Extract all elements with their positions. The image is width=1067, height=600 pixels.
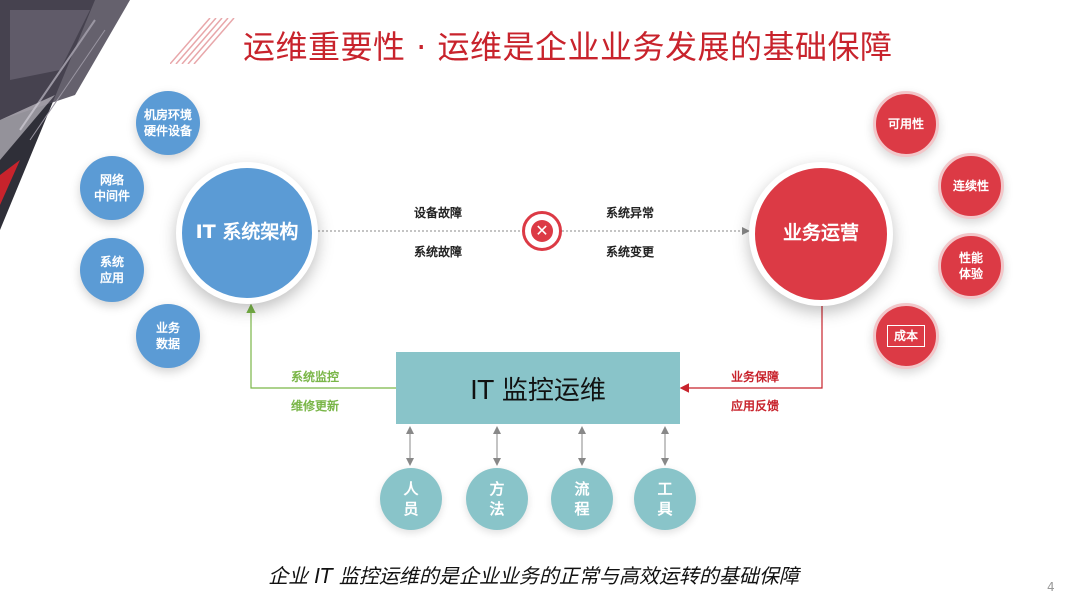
right-node-continuity: 连续性	[938, 153, 1004, 219]
left-node-data: 业务 数据	[136, 304, 200, 368]
label-system-monitoring: 系统监控	[291, 370, 340, 384]
error-x-icon: ✕	[522, 211, 562, 251]
right-node-availability: 可用性	[873, 91, 939, 157]
left-node-network: 网络 中间件	[80, 156, 144, 220]
bottom-node-people: 人 员	[380, 468, 442, 530]
label-system-change: 系统变更	[606, 245, 655, 259]
it-architecture-circle: IT 系统架构	[176, 162, 318, 304]
label-system-failure: 系统故障	[414, 245, 463, 259]
x-mark-icon: ✕	[531, 220, 553, 242]
summary-caption: 企业 IT 监控运维的是企业业务的正常与高效运转的基础保障	[268, 564, 799, 588]
left-node-hardware: 机房环境 硬件设备	[136, 91, 200, 155]
page-number: 4	[1047, 580, 1055, 594]
it-monitoring-box: IT 监控运维	[396, 352, 680, 424]
left-node-system: 系统 应用	[80, 238, 144, 302]
corner-decoration	[0, 0, 130, 230]
label-business-guarantee: 业务保障	[731, 370, 780, 384]
page-title: 运维重要性 · 运维是企业业务发展的基础保障	[243, 28, 893, 66]
label-maintenance-update: 维修更新	[291, 399, 340, 413]
bottom-node-process: 流 程	[551, 468, 613, 530]
right-node-performance: 性能 体验	[938, 233, 1004, 299]
label-system-anomaly: 系统异常	[606, 206, 655, 220]
bottom-node-method: 方 法	[466, 468, 528, 530]
label-device-failure: 设备故障	[414, 206, 463, 220]
business-operations-circle: 业务运营	[749, 162, 893, 306]
title-stripes-decoration	[170, 18, 235, 64]
right-node-cost: 成本	[873, 303, 939, 369]
bottom-node-tools: 工 具	[634, 468, 696, 530]
label-application-feedback: 应用反馈	[731, 399, 780, 413]
